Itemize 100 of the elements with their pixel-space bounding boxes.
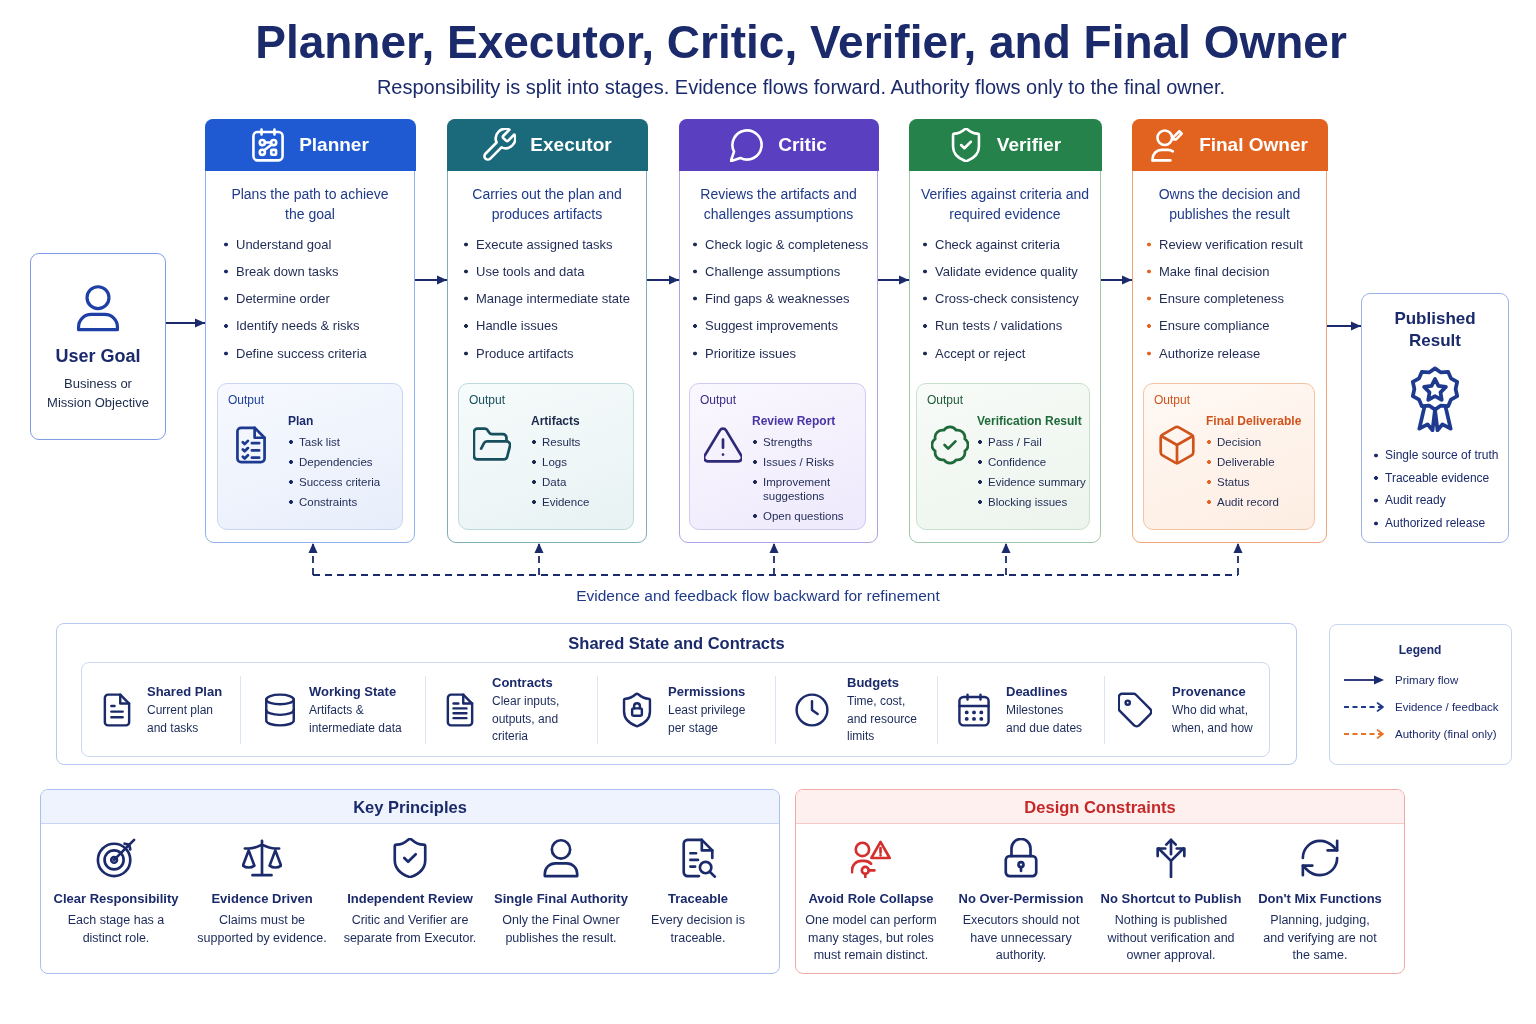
item-description: One model can perform many stages, but roles must remain distinct. xyxy=(804,912,938,964)
item-description: Critic and Verifier are separate from Executor. xyxy=(342,912,478,947)
stage-card xyxy=(679,119,878,543)
panel-title: Shared State and Contracts xyxy=(568,633,785,653)
item-description: Time, cost, and resource limits xyxy=(847,693,919,746)
output-label: Output xyxy=(1154,393,1191,407)
bullet-item: Evidence summary xyxy=(977,475,1086,489)
item-title: Independent Review xyxy=(347,890,473,907)
item-title: No Shortcut to Publish xyxy=(1100,890,1242,907)
output-title: Verification Result xyxy=(977,413,1082,429)
item-title: Single Final Authority xyxy=(494,890,628,907)
bullet-item: Logs xyxy=(531,455,567,469)
bullet-item: Pass / Fail xyxy=(977,435,1042,449)
legend-text: Evidence / feedback xyxy=(1395,700,1499,714)
item-description: Only the Final Owner publishes the result. xyxy=(501,912,621,947)
dashed-arrow xyxy=(1233,542,1243,576)
panel-title: Key Principles xyxy=(353,796,467,817)
stage-card xyxy=(205,119,415,543)
item-description: Milestones and due dates xyxy=(1006,702,1084,737)
item-description: Artifacts & intermediate data xyxy=(309,702,403,737)
item-description: Current plan and tasks xyxy=(147,702,215,737)
dashed-arrow xyxy=(308,542,318,576)
bullet-item: Data xyxy=(531,475,567,489)
bullet-item: Audit record xyxy=(1206,495,1279,509)
output-card xyxy=(217,383,403,530)
stage-description: Carries out the plan and produces artifacts xyxy=(471,184,623,224)
item-title: Shared Plan xyxy=(147,683,223,701)
stage-card xyxy=(909,119,1101,543)
output-label: Output xyxy=(228,393,265,407)
stage-card xyxy=(1132,119,1327,543)
stage-description: Reviews the artifacts and challenges assumptions xyxy=(699,184,858,224)
flow-caption: Evidence and feedback flow backward for refinement xyxy=(576,586,940,606)
legend-title: Legend xyxy=(1398,643,1442,657)
section-panel xyxy=(56,623,1297,765)
output-card xyxy=(1143,383,1315,530)
stage-description: Owns the decision and publishes the result xyxy=(1157,184,1302,224)
bullet-item: Decision xyxy=(1206,435,1262,449)
output-title: Review Report xyxy=(752,413,836,429)
stage-description: Plans the path to achieve the goal xyxy=(230,184,390,224)
item-title: Working State xyxy=(309,683,397,701)
item-description: Planning, judging, and verifying are not the same. xyxy=(1262,912,1378,964)
arrow xyxy=(414,275,448,285)
node-title: Published Result xyxy=(1393,308,1477,352)
item-description: Executors should not have unnecessary authority. xyxy=(961,912,1081,964)
output-title: Final Deliverable xyxy=(1206,413,1302,429)
stage-title: Critic xyxy=(778,132,827,157)
stage-card xyxy=(447,119,647,543)
output-card xyxy=(458,383,634,530)
bullet-item: Task list xyxy=(288,435,340,449)
item-title: Permissions xyxy=(668,683,746,701)
bullet-item: Blocking issues xyxy=(977,495,1068,509)
bullet-item: Success criteria xyxy=(288,475,381,489)
item-title: No Over-Permission xyxy=(958,890,1084,907)
stage-title: Executor xyxy=(530,132,612,157)
output-card xyxy=(689,383,866,530)
arrow xyxy=(1100,275,1133,285)
legend-text: Primary flow xyxy=(1395,673,1459,687)
panel-title: Design Constraints xyxy=(1024,796,1176,817)
item-description: Every decision is traceable. xyxy=(650,912,746,947)
output-label: Output xyxy=(469,393,506,407)
item-title: Traceable xyxy=(668,890,728,907)
item-title: Contracts xyxy=(492,674,553,693)
subtitle: Responsibility is split into stages. Evidence flows forward. Authority flows only to the final owner. xyxy=(376,75,1226,99)
stage-title: Final Owner xyxy=(1199,132,1308,157)
item-description: Clear inputs, outputs, and criteria xyxy=(492,693,561,746)
item-description: Who did what, when, and how xyxy=(1172,702,1254,737)
bullet-item: Results xyxy=(531,435,581,449)
bullet-item: Dependencies xyxy=(288,455,373,469)
bullet-item: Strengths xyxy=(752,435,813,449)
node-title: User Goal xyxy=(55,345,141,367)
bullet-item: Status xyxy=(1206,475,1250,489)
diagram-title: Planner, Executor, Critic, Verifier, and Final Owner xyxy=(255,15,1347,70)
item-description: Least privilege per stage xyxy=(668,702,747,737)
bullet-item: Confidence xyxy=(977,455,1047,469)
item-title: Evidence Driven xyxy=(211,890,313,907)
dashed-bus-line xyxy=(312,574,1239,576)
bullet-item: Evidence xyxy=(531,495,590,509)
bullet-item: Constraints xyxy=(288,495,358,509)
item-description: Claims must be supported by evidence. xyxy=(196,912,328,947)
item-title: Clear Responsibility xyxy=(53,890,179,907)
item-title: Deadlines xyxy=(1006,683,1068,701)
arrow xyxy=(877,275,910,285)
dashed-arrow xyxy=(1001,542,1011,576)
result-card xyxy=(1361,293,1509,543)
stage-title: Planner xyxy=(299,132,369,157)
bullet-item: Open questions xyxy=(752,509,844,523)
output-label: Output xyxy=(700,393,737,407)
stage-description: Verifies against criteria and required evidence xyxy=(919,184,1091,224)
output-title: Artifacts xyxy=(531,413,580,429)
output-label: Output xyxy=(927,393,964,407)
goal-card xyxy=(30,253,166,440)
arrow xyxy=(165,318,206,328)
item-title: Avoid Role Collapse xyxy=(808,890,934,907)
dashed-arrow xyxy=(769,542,779,576)
section-panel xyxy=(40,789,780,974)
output-title: Plan xyxy=(288,413,314,429)
bullet-item: Issues / Risks xyxy=(752,455,834,469)
dashed-arrow xyxy=(534,542,544,576)
section-panel xyxy=(795,789,1405,974)
arrow xyxy=(1326,321,1362,331)
